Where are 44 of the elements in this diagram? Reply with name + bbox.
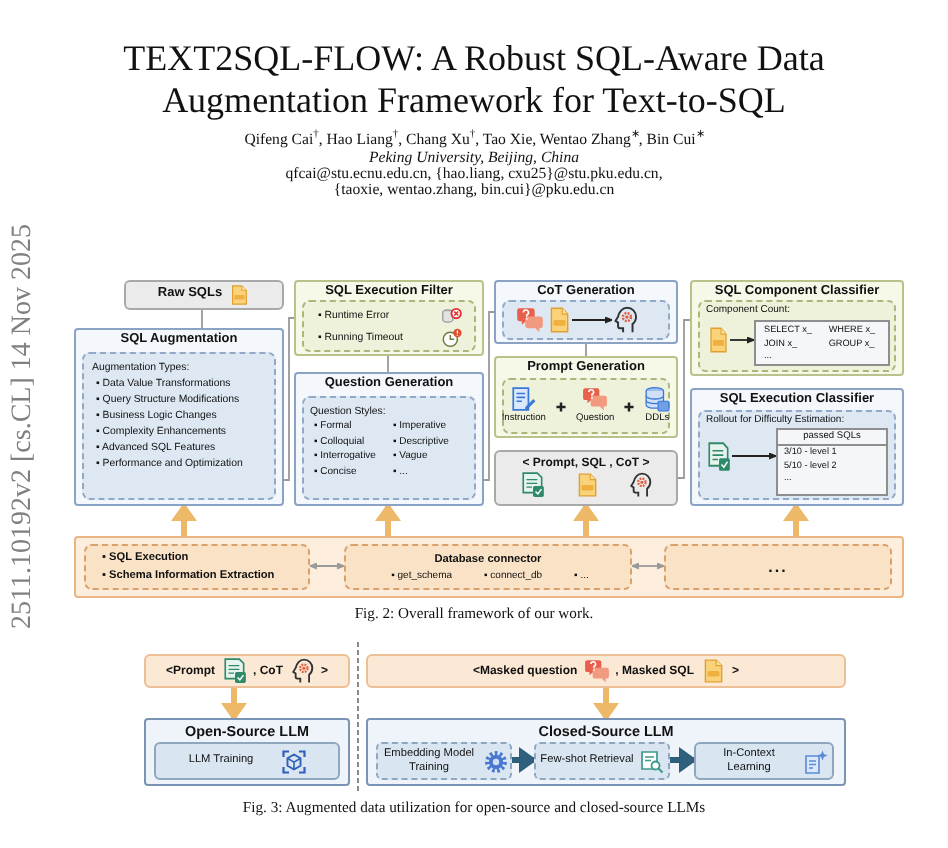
connector-line bbox=[201, 309, 203, 329]
checklist-icon bbox=[706, 442, 732, 472]
dashed-panel bbox=[84, 544, 310, 590]
module-box bbox=[74, 328, 284, 506]
module-box bbox=[366, 718, 846, 786]
module-box bbox=[144, 718, 350, 786]
module-box bbox=[690, 280, 904, 376]
connector-line bbox=[387, 355, 389, 373]
dashed-panel bbox=[344, 544, 632, 590]
document-icon bbox=[546, 306, 572, 334]
dashed-panel bbox=[502, 378, 670, 434]
module-box bbox=[294, 372, 484, 506]
step-box bbox=[694, 742, 834, 780]
tuple-box bbox=[144, 654, 350, 688]
connector-line bbox=[585, 343, 587, 357]
preprint-id-label: 2511.10192v2 [cs.CL] 14 Nov 2025 bbox=[8, 224, 40, 629]
module-box bbox=[690, 388, 904, 506]
step-box bbox=[376, 742, 512, 780]
module-box bbox=[494, 280, 678, 344]
dashed-panel bbox=[664, 544, 892, 590]
tuple-box bbox=[366, 654, 846, 688]
connector-line bbox=[677, 319, 691, 479]
table-box bbox=[754, 320, 890, 366]
module-box bbox=[124, 280, 284, 310]
connector-line bbox=[283, 317, 295, 481]
step-box bbox=[154, 742, 340, 780]
chat-bubble-icon bbox=[516, 306, 544, 334]
connector-line bbox=[483, 311, 495, 481]
dashed-panel bbox=[698, 410, 896, 500]
head-gear-icon bbox=[612, 306, 640, 334]
dashed-panel bbox=[502, 300, 670, 340]
dashed-panel bbox=[302, 300, 476, 352]
dashed-panel bbox=[698, 300, 896, 372]
paper-title: TEXT2SQL-FLOW: A Robust SQL-Aware Data Augmentation Framework for Text-to-SQL bbox=[121, 38, 827, 122]
dashed-panel bbox=[82, 352, 276, 500]
step-box bbox=[534, 742, 670, 780]
ellipsis-text: ... bbox=[768, 558, 788, 576]
module-box bbox=[294, 280, 484, 356]
module-box bbox=[494, 356, 678, 438]
table-box bbox=[776, 428, 888, 496]
module-box bbox=[494, 450, 678, 506]
dashed-panel bbox=[302, 396, 476, 500]
document-icon bbox=[706, 326, 730, 354]
container-box bbox=[74, 536, 904, 598]
